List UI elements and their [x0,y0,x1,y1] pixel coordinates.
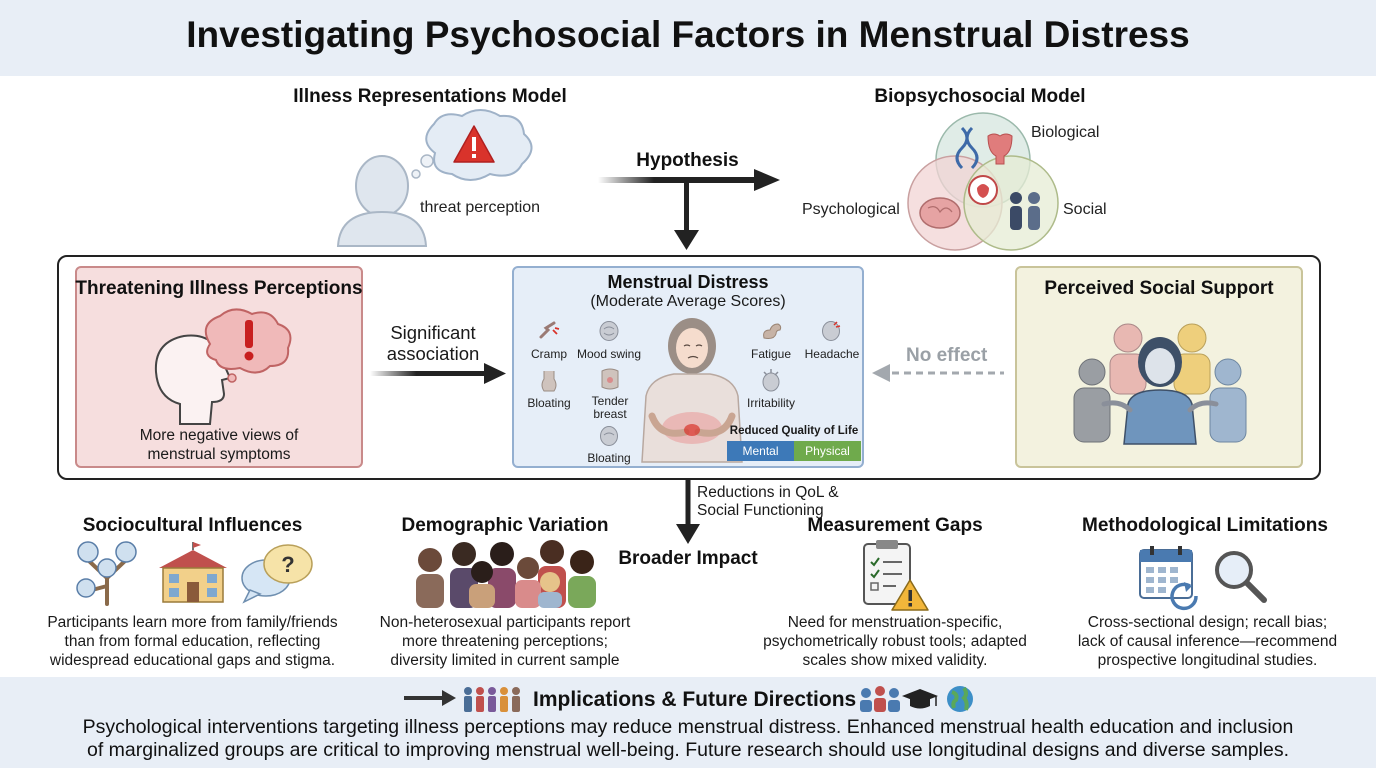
irritability-label: Irritability [746,396,795,410]
illness-model-heading: Illness Representations Model [293,86,567,107]
threat-perception-label: threat perception [420,199,541,216]
support-heading: Perceived Social Support [1044,278,1274,299]
sociocultural-line-3: widespread educational gaps and stigma. [49,652,336,669]
svg-text:?: ? [281,552,294,577]
measurement-line-2: psychometrically robust tools; adapted [763,633,1027,650]
tender-label-line-1: Tender [591,394,629,408]
dna-icon [955,126,979,170]
hypothesis-arrows [598,169,780,250]
clipboard-warning-icon [863,540,929,611]
diverse-group-icon [416,540,596,608]
irritability-icon [762,369,780,392]
distress-subheading: (Moderate Average Scores) [590,293,786,310]
qol-physical: Physical [794,441,861,461]
association-arrow [370,363,506,384]
tender-label-line-2: breast [593,407,627,421]
methodological-line-1: Cross-sectional design; recall bias; [1087,614,1328,631]
biopsychosocial-heading: Biopsychosocial Model [874,86,1086,107]
measurement-heading: Measurement Gaps [807,515,983,536]
headache-label: Headache [804,347,860,361]
reductions-line-2: Social Functioning [697,502,824,519]
bloating-bottom-label: Bloating [587,451,631,465]
association-label: Significant association [378,322,488,364]
qol-title: Reduced Quality of Life [729,425,859,437]
cramp-label: Cramp [530,347,567,361]
qol-mental: Mental [727,441,794,461]
people-icon [1010,192,1040,230]
distress-heading: Menstrual Distress [607,272,769,292]
support-group-icon [1073,323,1247,445]
sociocultural-heading: Sociocultural Influences [82,515,303,536]
cramp-icon [539,321,560,339]
speech-question-icon: ? [241,544,313,604]
tender-breast-label: Tender breast [580,395,640,421]
measurement-line-1: Need for menstruation-specific, [787,614,1003,631]
group-education-globe-icons [860,686,973,712]
psychological-label: Psychological [802,201,900,218]
head-alert-icon [154,308,292,425]
biological-label: Biological [1031,124,1100,141]
mood-swing-label: Mood swing [576,347,642,361]
sociocultural-line-2: than from formal education, reflecting [64,633,321,650]
headache-icon [822,321,841,341]
reductions-line-1: Reductions in QoL & [697,484,839,501]
title-band [0,0,1376,76]
sociocultural-text: Participants learn more from family/frie… [20,613,365,670]
methodological-text: Cross-sectional design; recall bias; lac… [1045,613,1370,670]
demographic-line-2: more threatening perceptions; [402,633,608,650]
school-icon [159,542,227,603]
fatigue-icon [763,323,782,339]
fatigue-label: Fatigue [750,347,792,361]
venn-diagram [907,112,1059,251]
measurement-line-3: scales show mixed validity. [802,652,988,669]
threat-caption-1: More negative views of [139,427,299,444]
methodological-line-2: lack of causal inference—recommend [1077,633,1338,650]
implications-heading: Implications & Future Directions [533,688,857,711]
broader-impact-label: Broader Impact [618,548,758,569]
measurement-text: Need for menstruation-specific, psychome… [740,613,1050,670]
social-label: Social [1063,201,1107,218]
mood-swing-icon [599,321,619,341]
bloating-label: Bloating [527,396,571,410]
methodological-heading: Methodological Limitations [1082,515,1328,536]
calendar-icon [1139,546,1198,611]
person-thought-icon [336,109,533,247]
bloating-bottom-icon [600,426,618,446]
implications-line-1: Psychological interventions targeting il… [82,716,1294,738]
hypothesis-label: Hypothesis [636,150,739,171]
page-title: Investigating Psychosocial Factors in Me… [186,14,1190,55]
demographic-text: Non-heterosexual participants report mor… [350,613,660,670]
threat-heading: Threatening Illness Perceptions [75,278,363,299]
bloating-icon [541,371,557,392]
implications-text: Psychological interventions targeting il… [0,716,1376,762]
reductions-label: Reductions in QoL & Social Functioning [697,484,839,520]
qol-bar: Mental Physical [727,441,861,461]
association-line-1: Significant [390,322,476,343]
uterus-icon [987,133,1013,165]
implications-band [0,677,1376,768]
no-effect-arrow [872,364,1004,382]
woman-abdominal-pain-figure [641,318,743,463]
tender-breast-icon [601,368,619,390]
sociocultural-line-1: Participants learn more from family/frie… [47,614,338,631]
demographic-line-3: diversity limited in current sample [390,652,620,669]
brain-icon [919,197,961,229]
arrow-people-icon [404,687,520,712]
methodological-line-3: prospective longitudinal studies. [1097,652,1318,669]
magnifier-icon [1215,551,1267,603]
impact-arrow [676,480,700,544]
family-tree-icon [76,541,137,606]
demographic-line-1: Non-heterosexual participants report [379,614,631,631]
demographic-heading: Demographic Variation [401,515,609,536]
no-effect-label: No effect [906,345,988,366]
threat-caption-2: menstrual symptoms [147,446,291,463]
implications-line-2: of marginalized groups are critical to i… [86,739,1290,761]
association-line-2: association [386,343,480,364]
